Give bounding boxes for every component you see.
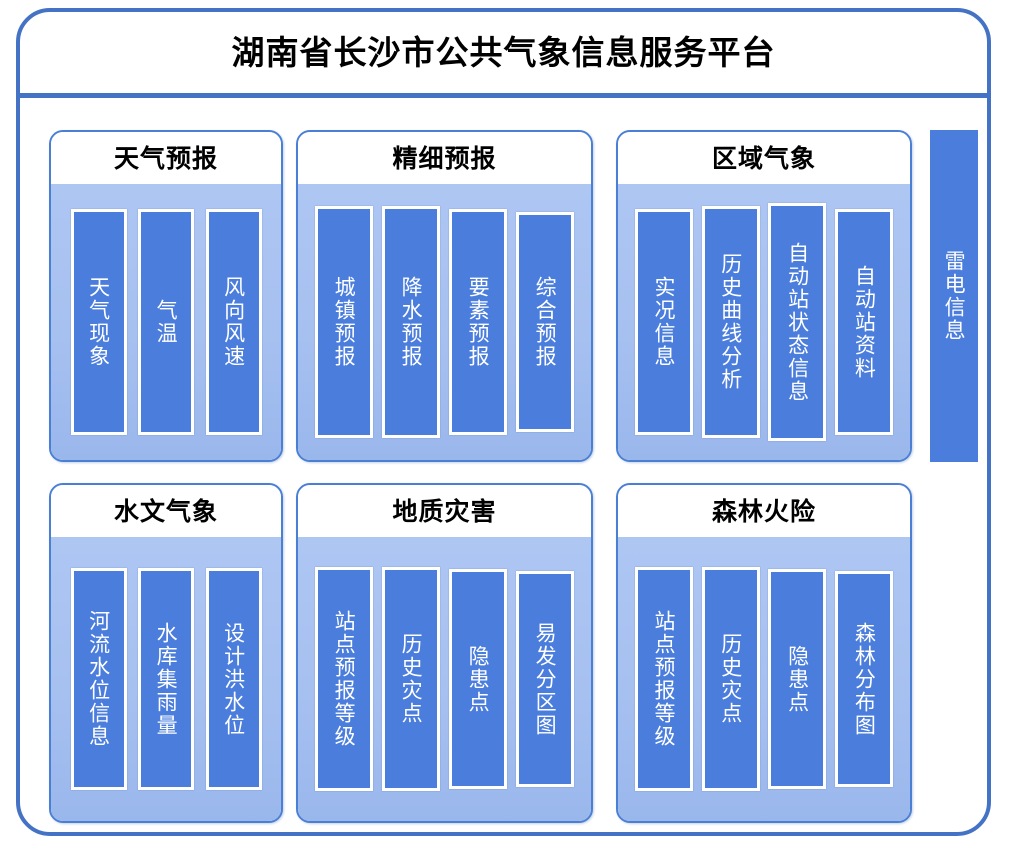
tile-forest-distribution-map[interactable]: 森林分布图 [835,571,894,787]
tile-label: 自动站状态信息 [785,241,810,403]
panel-title: 天气预报 [113,143,218,173]
tile-label: 综合预报 [533,276,558,368]
panel-header: 森林火险 [618,485,910,537]
tile-label: 风向风速 [221,276,246,368]
tile-label: 水库集雨量 [154,621,179,737]
tile-label: 隐患点 [466,644,491,714]
panel-body: 城镇预报 降水预报 要素预报 综合预报 [298,184,591,460]
panel-title: 地质灾害 [392,496,497,526]
panel-header: 区域气象 [618,132,910,184]
panel-hydrological-meteorology[interactable]: 水文气象 河流水位信息 水库集雨量 设计洪水位 [49,483,283,823]
panel-body: 站点预报等级 历史灾点 隐患点 易发分区图 [298,537,591,821]
tile-reservoir-rainfall[interactable]: 水库集雨量 [138,568,194,790]
tile-label: 森林分布图 [852,621,877,737]
sidebar-item-label: 雷电信息 [942,250,967,342]
panel-body: 站点预报等级 历史灾点 隐患点 森林分布图 [618,537,910,821]
panel-title: 水文气象 [113,496,218,526]
panel-header: 地质灾害 [298,485,591,537]
tile-temperature[interactable]: 气温 [138,209,194,435]
panel-fine-forecast[interactable]: 精细预报 城镇预报 降水预报 要素预报 综合预报 [296,130,593,462]
tile-comprehensive-forecast[interactable]: 综合预报 [516,212,574,432]
tile-label: 站点预报等级 [332,610,357,748]
tile-label: 历史灾点 [718,633,743,725]
tile-station-forecast-level[interactable]: 站点预报等级 [634,567,693,791]
tile-precipitation-forecast[interactable]: 降水预报 [382,206,440,438]
panel-header: 精细预报 [298,132,591,184]
panel-header: 水文气象 [51,485,281,537]
tile-label: 天气现象 [86,276,111,368]
tile-live-information[interactable]: 实况信息 [634,209,693,435]
tile-auto-station-data[interactable]: 自动站资料 [835,209,894,435]
tile-station-forecast-level[interactable]: 站点预报等级 [315,567,373,791]
tile-label: 设计洪水位 [221,621,246,737]
tile-hidden-danger-points[interactable]: 隐患点 [449,569,507,789]
page-title: 湖南省长沙市公共气象信息服务平台 [231,33,776,72]
panel-title: 精细预报 [392,143,497,173]
sidebar-item-lightning-info[interactable]: 雷电信息 [930,130,978,462]
panel-header: 天气预报 [51,132,281,184]
tile-label: 历史灾点 [399,633,424,725]
tile-element-forecast[interactable]: 要素预报 [449,209,507,435]
tile-label: 隐患点 [785,644,810,714]
tile-label: 站点预报等级 [651,610,676,748]
tile-label: 自动站资料 [852,264,877,380]
tile-label: 降水预报 [399,276,424,368]
panel-body: 实况信息 历史曲线分析 自动站状态信息 自动站资料 [618,184,910,460]
tile-town-forecast[interactable]: 城镇预报 [315,206,373,438]
tile-auto-station-status[interactable]: 自动站状态信息 [768,203,827,441]
tile-historical-disaster-points[interactable]: 历史灾点 [382,567,440,791]
tile-wind-direction-speed[interactable]: 风向风速 [205,209,262,435]
tile-label: 气温 [154,299,179,345]
panel-body: 天气现象 气温 风向风速 [51,184,281,460]
tile-label: 城镇预报 [332,276,357,368]
platform-frame: 湖南省长沙市公共气象信息服务平台 天气预报 天气现象 气温 风向风速 精 [16,8,991,836]
tile-label: 易发分区图 [533,621,558,737]
tile-hidden-danger-points[interactable]: 隐患点 [768,569,827,789]
title-bar: 湖南省长沙市公共气象信息服务平台 [20,12,987,98]
panel-geological-hazard[interactable]: 地质灾害 站点预报等级 历史灾点 隐患点 易发分区图 [296,483,593,823]
tile-label: 历史曲线分析 [718,253,743,391]
tile-label: 实况信息 [651,276,676,368]
panel-title: 区域气象 [711,143,816,173]
content-area: 天气预报 天气现象 气温 风向风速 精细预报 城镇预报 [20,98,987,832]
panel-weather-forecast[interactable]: 天气预报 天气现象 气温 风向风速 [49,130,283,462]
panel-body: 河流水位信息 水库集雨量 设计洪水位 [51,537,281,821]
panel-title: 森林火险 [711,496,816,526]
tile-prone-zone-map[interactable]: 易发分区图 [516,571,574,787]
tile-river-water-level-info[interactable]: 河流水位信息 [70,568,127,790]
tile-design-flood-level[interactable]: 设计洪水位 [205,568,262,790]
tile-weather-phenomena[interactable]: 天气现象 [70,209,127,435]
tile-label: 河流水位信息 [86,610,111,748]
tile-historical-disaster-points[interactable]: 历史灾点 [701,567,760,791]
panel-regional-meteorology[interactable]: 区域气象 实况信息 历史曲线分析 自动站状态信息 自动站资料 [616,130,912,462]
tile-label: 要素预报 [466,276,491,368]
tile-historical-curve-analysis[interactable]: 历史曲线分析 [701,206,760,438]
panel-forest-fire-risk[interactable]: 森林火险 站点预报等级 历史灾点 隐患点 森林分布图 [616,483,912,823]
